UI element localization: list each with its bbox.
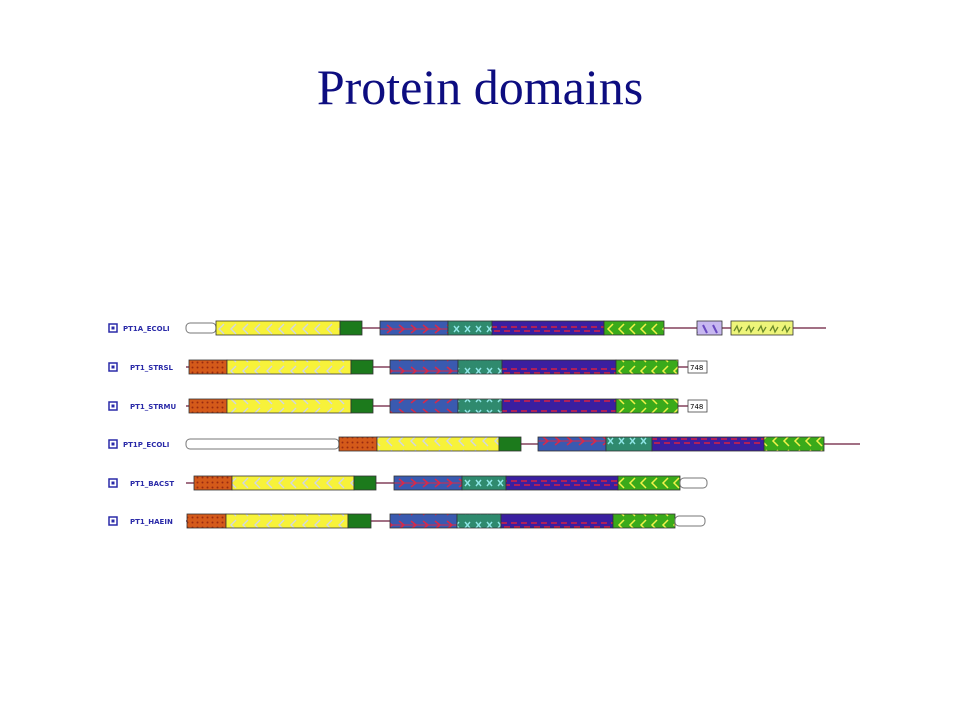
protein-name: PT1_BACST — [130, 480, 174, 488]
protein-row: PT1_STRSL 748 — [108, 359, 708, 375]
protein-row: PT1_STRMU 748 — [108, 398, 708, 414]
protein-row: PT1_HAEIN — [108, 513, 706, 529]
protein-name: PT1_STRSL — [130, 364, 174, 372]
protein-row: PT1_BACST — [108, 475, 708, 491]
protein-row: PT1P_ECOLI — [108, 436, 860, 452]
protein-name: PT1_HAEIN — [130, 518, 173, 526]
slide-title: Protein domains — [316, 59, 644, 115]
end-tag: 748 — [690, 403, 703, 411]
protein-row: PT1A_ECOLI — [108, 320, 826, 336]
protein-name: PT1_STRMU — [130, 403, 176, 411]
end-tag: 748 — [690, 364, 703, 372]
protein-name: PT1P_ECOLI — [123, 441, 169, 449]
protein-name: PT1A_ECOLI — [123, 325, 170, 333]
